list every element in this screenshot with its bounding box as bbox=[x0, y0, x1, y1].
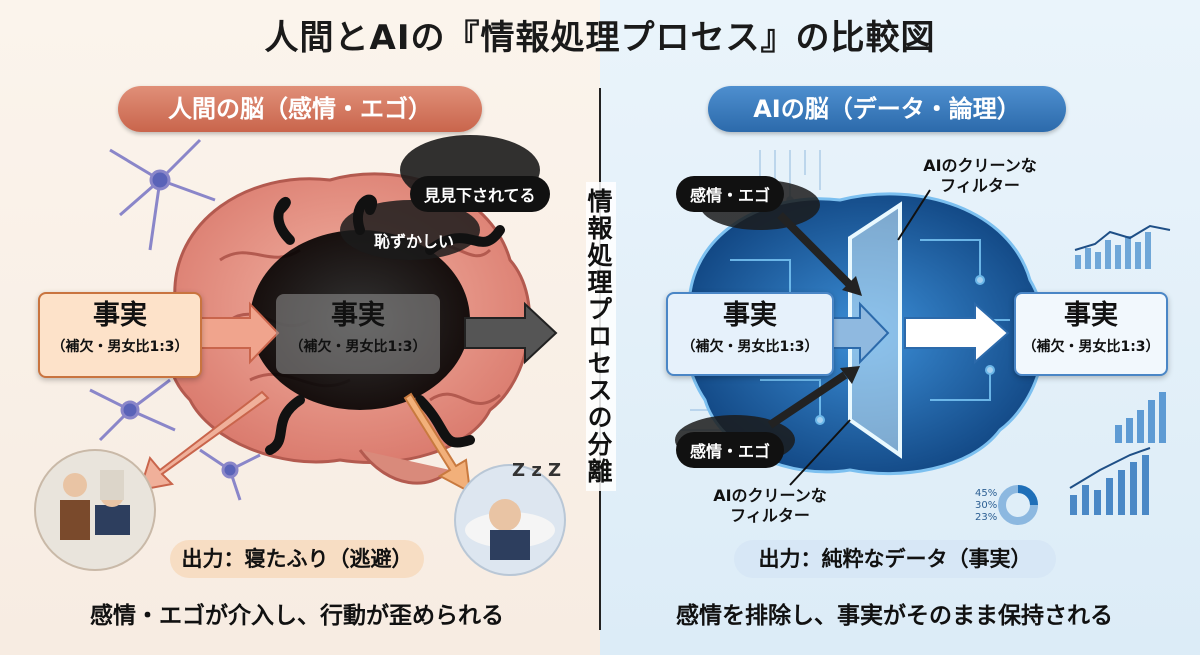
emotion-ego-label-bottom: 感情・エゴ bbox=[676, 432, 785, 468]
left-output-arrow bbox=[464, 301, 558, 365]
human-fact-input-box: 事実 （補欠・男女比1:3） bbox=[38, 292, 202, 378]
human-output-label: 出力：寝たふり（逃避） bbox=[170, 540, 424, 578]
fact-title: 事実 bbox=[1064, 300, 1118, 331]
thought-bubble-embarrassed: 恥ずかしい bbox=[374, 232, 455, 251]
mini-bar-chart-middle bbox=[1115, 392, 1166, 443]
right-output-arrow bbox=[904, 301, 1010, 365]
filter-callout-line-bottom bbox=[789, 419, 851, 486]
thought-bubble-looked-down: 見見下されてる bbox=[410, 176, 550, 212]
mini-bar-chart-bottom bbox=[1069, 447, 1151, 515]
mini-stats: 45% 30% 23% bbox=[975, 488, 998, 523]
filter-callout-line-top bbox=[897, 189, 931, 241]
mini-donut-chart bbox=[998, 485, 1038, 525]
sleep-z-text: Z z Z bbox=[512, 460, 561, 481]
ai-fact-input-box: 事実 （補欠・男女比1:3） bbox=[666, 292, 834, 376]
fact-title: 事実 bbox=[723, 300, 777, 331]
ai-output-label: 出力：純粋なデータ（事実） bbox=[734, 540, 1056, 578]
fact-detail: （補欠・男女比1:3） bbox=[1022, 339, 1160, 355]
clean-filter-label-top: AIのクリーンな フィルター bbox=[923, 156, 1037, 195]
sleeping-scene-illustration bbox=[454, 464, 566, 576]
ai-fact-output-box: 事実 （補欠・男女比1:3） bbox=[1014, 292, 1168, 376]
fact-detail: （補欠・男女比1:3） bbox=[289, 339, 427, 355]
ai-brain-header: AIの脳（データ・論理） bbox=[708, 86, 1066, 132]
escape-arrow-right bbox=[403, 392, 472, 494]
center-vertical-label: 情報処理プロセスの分離 bbox=[584, 182, 616, 491]
page-title: 人間とAIの『情報処理プロセス』の比較図 bbox=[264, 18, 936, 58]
fact-title: 事実 bbox=[331, 300, 385, 331]
neuron-illustration-bottom bbox=[89, 378, 261, 501]
right-input-arrow bbox=[829, 301, 890, 365]
fact-title: 事実 bbox=[93, 300, 147, 331]
fact-detail: （補欠・男女比1:3） bbox=[681, 339, 819, 355]
human-brain-header: 人間の脳（感情・エゴ） bbox=[118, 86, 482, 132]
left-input-arrow bbox=[197, 301, 280, 365]
fact-detail: （補欠・男女比1:3） bbox=[51, 339, 189, 355]
ai-caption: 感情を排除し、事実がそのまま保持される bbox=[676, 603, 1113, 629]
office-scene-illustration bbox=[34, 449, 156, 571]
clean-filter-label-bottom: AIのクリーンな フィルター bbox=[713, 486, 827, 525]
mini-line-chart-top bbox=[1074, 224, 1171, 269]
human-fact-distorted-box: 事実 （補欠・男女比1:3） bbox=[276, 294, 440, 374]
escape-arrow-left bbox=[138, 390, 270, 492]
human-caption: 感情・エゴが介入し、行動が歪められる bbox=[90, 603, 504, 629]
neuron-illustration-top bbox=[109, 138, 216, 251]
emotion-ego-label-top: 感情・エゴ bbox=[676, 176, 785, 212]
